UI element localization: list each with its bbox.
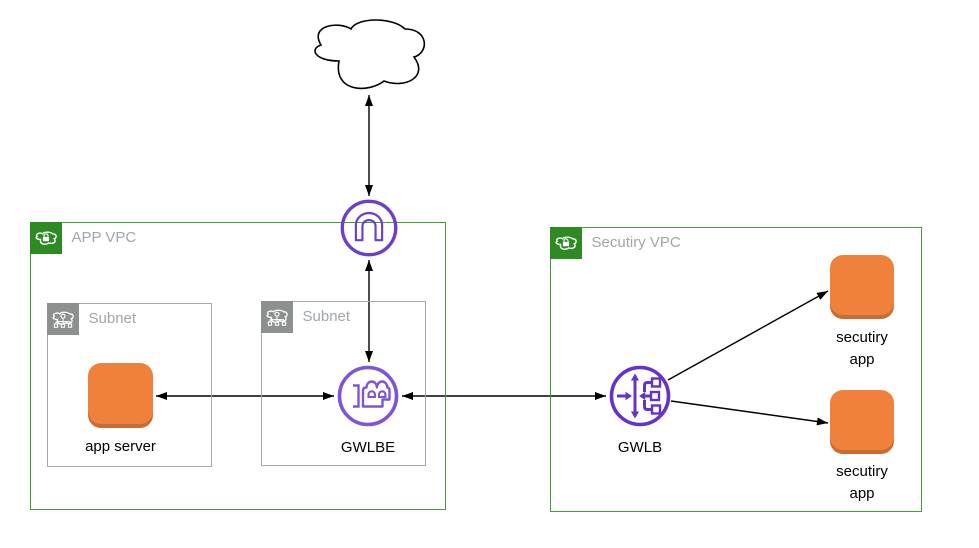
- app-vpc-container[interactable]: APP VPC: [29, 221, 446, 510]
- security-app-1-node[interactable]: [830, 255, 894, 319]
- security-app-2-label: secutiry app: [836, 463, 888, 502]
- internet-gateway-icon: [340, 199, 398, 257]
- security-vpc-header: Secutiry VPC: [549, 226, 681, 259]
- gwlb-label: GWLB: [617, 439, 663, 456]
- security-app-1-label: secutiry app: [836, 329, 888, 368]
- subnet-icon: [46, 302, 79, 335]
- app-vpc-label: APP VPC: [71, 229, 137, 246]
- gwlbe-label: GWLBE: [340, 439, 396, 456]
- app-subnet-label: Subnet: [88, 310, 137, 327]
- app-server-node[interactable]: [88, 363, 153, 428]
- edge-gwlb-to-security-app-2[interactable]: [670, 400, 829, 426]
- gwlbe-subnet-label: Subnet: [302, 308, 351, 325]
- app-subnet-header: Subnet: [46, 302, 137, 335]
- internet-cloud-node[interactable]: [308, 13, 430, 93]
- gateway-load-balancer-endpoint-icon: [337, 365, 399, 427]
- app-vpc-header: APP VPC: [29, 221, 137, 254]
- security-vpc-label: Secutiry VPC: [591, 234, 681, 251]
- cloud-internet-icon: [314, 19, 425, 90]
- subnet-icon: [260, 300, 293, 333]
- security-vpc-container[interactable]: Secutiry VPC: [549, 226, 922, 512]
- gateway-load-balancer-icon: [609, 365, 671, 427]
- gwlbe-node[interactable]: [336, 364, 400, 428]
- app-subnet-container[interactable]: Subnet: [46, 302, 212, 467]
- security-app-2-node[interactable]: [830, 390, 894, 454]
- vpc-icon: [29, 221, 62, 254]
- gwlbe-subnet-container[interactable]: Subnet: [260, 300, 426, 466]
- edge-gwlb-to-security-app-1[interactable]: [667, 290, 829, 381]
- app-server-label: app server: [85, 438, 156, 455]
- vpc-icon: [549, 226, 582, 259]
- gwlb-node[interactable]: [608, 364, 672, 428]
- internet-gateway-node[interactable]: [339, 198, 399, 258]
- gwlbe-subnet-header: Subnet: [260, 300, 351, 333]
